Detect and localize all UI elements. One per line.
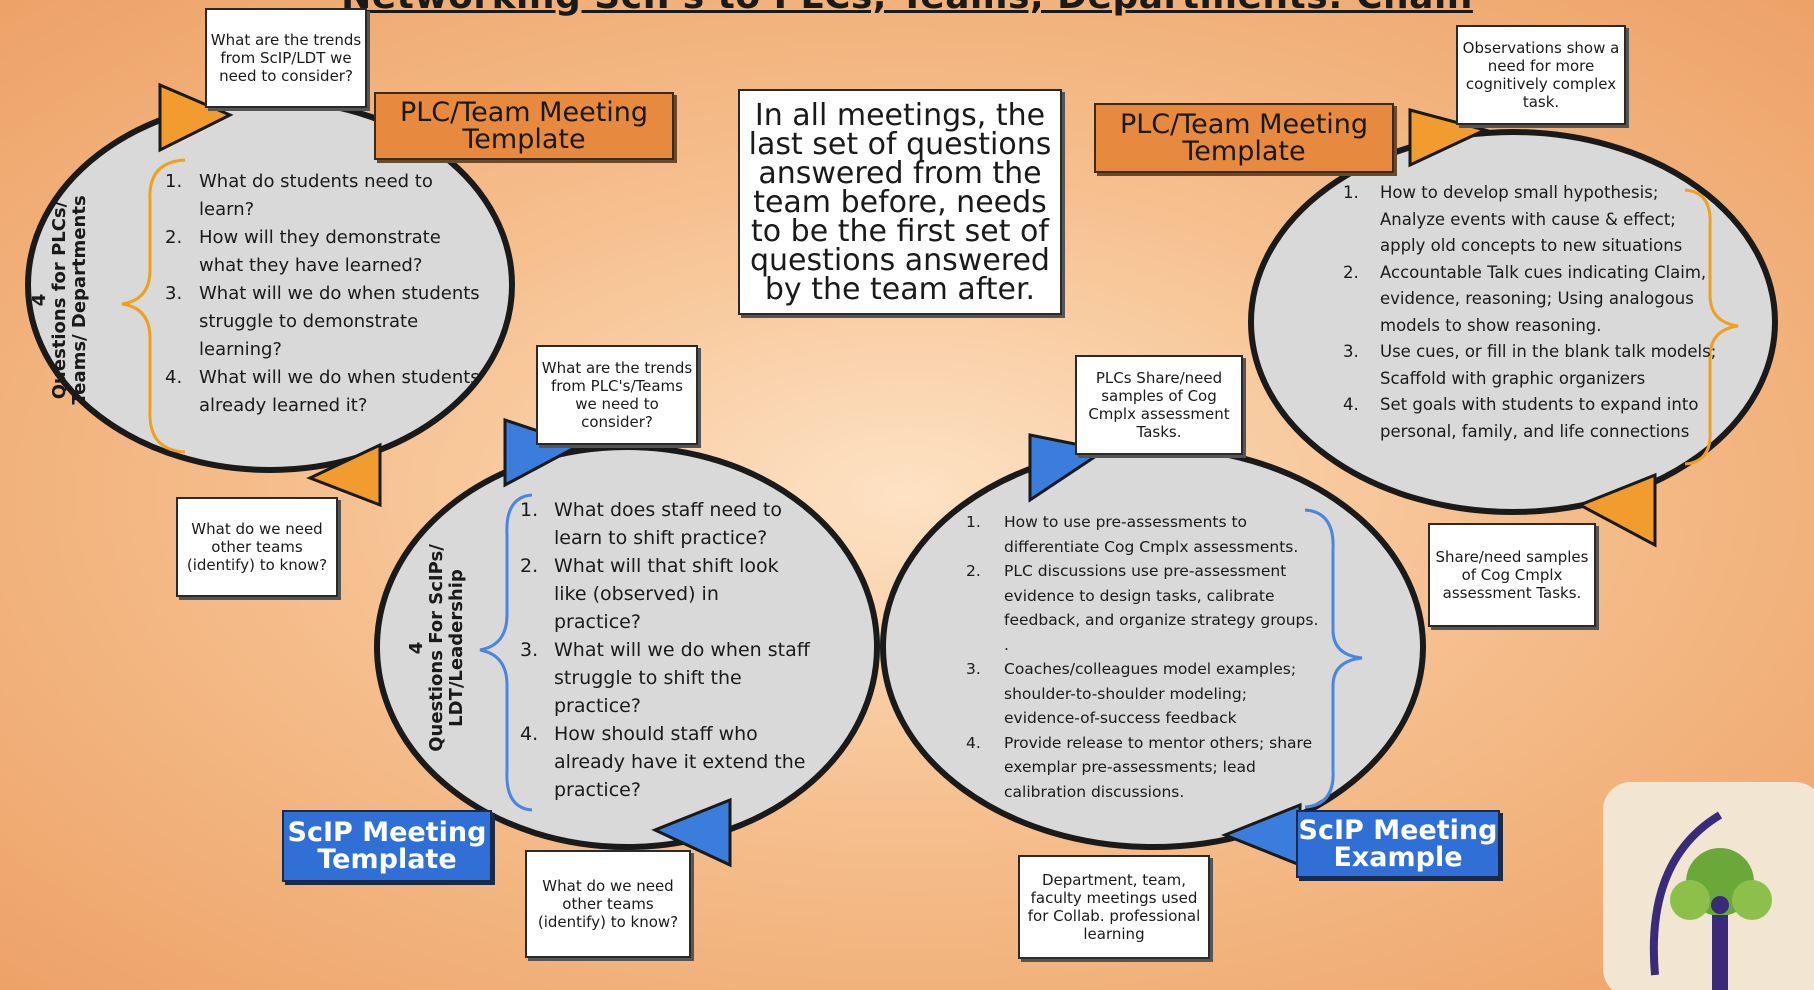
label-text: ScIP Meeting Template (287, 817, 487, 875)
list-item: 3.What will we do when students struggle… (165, 283, 480, 360)
side-label-top-left: 4 Questions for PLCs/ Teams/ Departments (29, 180, 100, 420)
label-top-left: PLC/Team Meeting Template (374, 92, 674, 160)
brace-top-left (121, 158, 186, 454)
list-item: 2.PLC discussions use pre-assessment evi… (966, 562, 1319, 654)
list-item: 4.What will we do when students already … (165, 367, 480, 416)
label-text: ScIP Meeting Example (1298, 815, 1498, 873)
side-label-line: Questions For ScIPs/ (426, 544, 447, 752)
callout-text: What do we need other teams (identify) t… (537, 877, 679, 931)
side-label-line: LDT/Leadership (446, 569, 467, 727)
cycle-bottom-left (374, 444, 880, 850)
side-label-line: Questions for PLCs/ (49, 200, 70, 400)
callout-top-right-lower: Share/need samples of Cog Cmplx assessme… (1428, 523, 1596, 627)
side-label-line: Teams/ Departments (69, 195, 90, 405)
item-list-bottom-right: 1.How to use pre-assessments to differen… (966, 510, 1328, 804)
brace-bottom-right (1304, 508, 1363, 809)
list-item: 1.How to develop small hypothesis; Analy… (1343, 183, 1683, 255)
cycle-top-right (1248, 129, 1778, 515)
arrow-top-right-lower (1576, 472, 1657, 548)
label-bottom-right: ScIP Meeting Example (1296, 810, 1500, 878)
arrow-top-left-upper (158, 82, 234, 153)
callout-text: Department, team, faculty meetings used … (1027, 871, 1201, 943)
callout-bottom-left-lower: What do we need other teams (identify) t… (525, 850, 691, 958)
side-label-bottom-left: 4 Questions For ScIPs/ LDT/Leadership (406, 528, 479, 768)
label-top-right: PLC/Team Meeting Template (1094, 103, 1394, 173)
side-label-number: 4 (406, 641, 427, 655)
list-item: 2.Accountable Talk cues indicating Claim… (1343, 262, 1707, 335)
callout-top-left-upper: What are the trends from ScIP/LDT we nee… (205, 8, 367, 108)
brace-top-right (1684, 188, 1739, 466)
callout-text: PLCs Share/need samples of Cog Cmplx ass… (1088, 369, 1230, 441)
callout-text: Share/need samples of Cog Cmplx assessme… (1435, 548, 1589, 602)
list-item: 2.How will they demonstrate what they ha… (165, 227, 441, 276)
list-item: 3.Coaches/colleagues model examples; sho… (966, 660, 1297, 727)
list-item: 3.Use cues, or fill in the blank talk mo… (1343, 342, 1717, 388)
callout-bottom-left-upper: What are the trends from PLC's/Teams we … (536, 345, 698, 445)
arrow-top-left-lower (306, 442, 382, 508)
list-item: 4.Set goals with students to expand into… (1343, 395, 1699, 441)
callout-bottom-right-lower: Department, team, faculty meetings used … (1018, 855, 1210, 959)
callout-top-right-upper: Observations show a need for more cognit… (1456, 25, 1626, 125)
question-list-top-left: 1.What do students need to learn? 2.How … (165, 168, 485, 420)
side-label-number: 4 (29, 293, 50, 307)
arrow-bottom-left-lower (651, 797, 732, 868)
question-list-bottom-left: 1.What does staff need to learn to shift… (520, 496, 810, 804)
brace-bottom-left (479, 493, 533, 812)
list-item: 3.What will we do when staff struggle to… (520, 639, 810, 717)
center-note-text: In all meetings, the last set of questio… (748, 97, 1052, 307)
label-text: PLC/Team Meeting Template (399, 97, 649, 155)
callout-text: Observations show a need for more cognit… (1462, 39, 1620, 111)
list-item: 1.What do students need to learn? (165, 171, 433, 220)
page-title: Networking ScIPs to PLCs, Teams, Departm… (300, 0, 1514, 17)
item-list-top-right: 1.How to develop small hypothesis; Analy… (1343, 180, 1719, 445)
center-note: In all meetings, the last set of questio… (738, 89, 1062, 315)
list-item: 2.What will that shift look like (observ… (520, 555, 779, 633)
label-text: PLC/Team Meeting Template (1119, 109, 1369, 167)
list-item: 4.How should staff who already have it e… (520, 723, 806, 801)
arrow-top-right-upper (1408, 108, 1490, 168)
label-bottom-left: ScIP Meeting Template (282, 810, 492, 882)
list-item: 1.What does staff need to learn to shift… (520, 499, 782, 549)
list-item: 1.How to use pre-assessments to differen… (966, 513, 1299, 556)
tree-person-logo-icon (1603, 782, 1814, 990)
callout-top-left-lower: What do we need other teams (identify) t… (176, 497, 338, 597)
callout-text: What do we need other teams (identify) t… (186, 520, 328, 574)
callout-text: What are the trends from ScIP/LDT we nee… (210, 31, 362, 85)
callout-bottom-right-upper: PLCs Share/need samples of Cog Cmplx ass… (1075, 355, 1243, 455)
list-item: 4.Provide release to mentor others; shar… (966, 733, 1313, 801)
callout-text: What are the trends from PLC's/Teams we … (541, 359, 693, 431)
